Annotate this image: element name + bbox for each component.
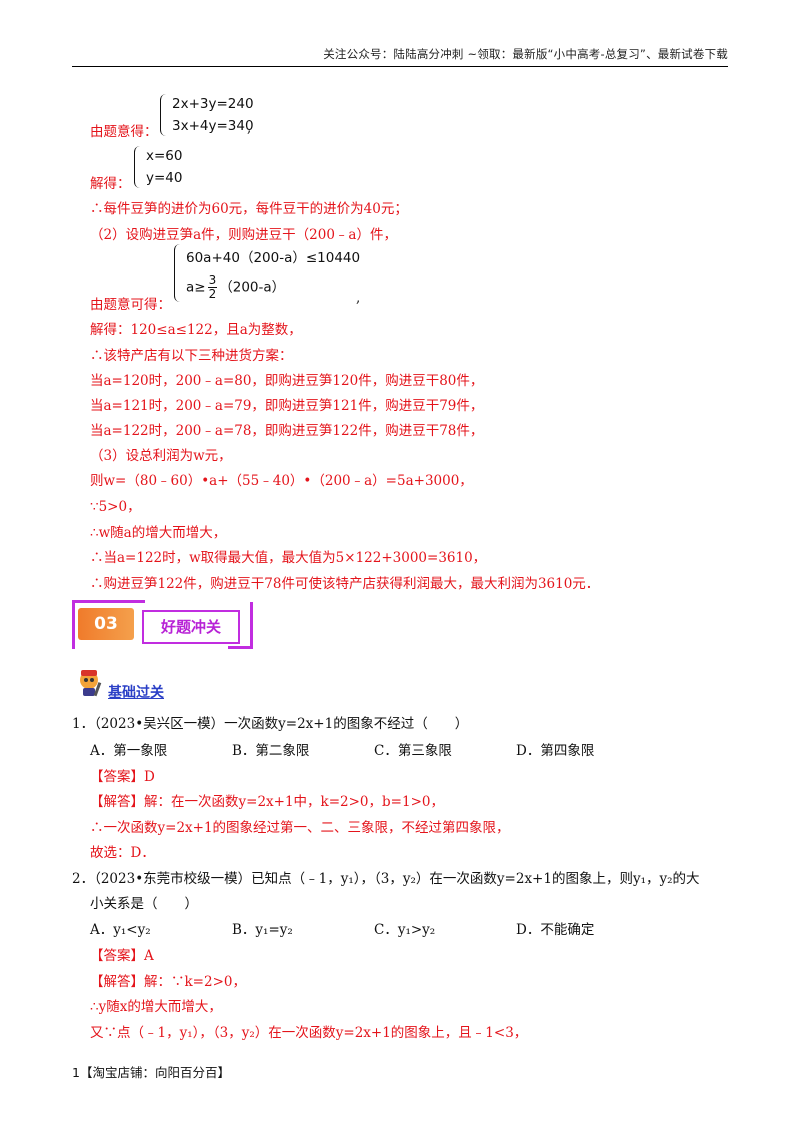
text-line: 当a=120时，200﹣a=80，即购进豆笋120件，购进豆干80件， (90, 373, 484, 389)
brace-icon (160, 94, 169, 136)
inequality-lhs: a≥ (186, 279, 206, 296)
banner-frame (228, 602, 253, 649)
section-number-badge: 03 (78, 608, 134, 640)
text-line: ∴当a=122时，w取得最大值，最大值为5×122+3000=3610， (90, 550, 487, 566)
equation-system-2: x=60 y=40 (134, 146, 214, 190)
question-stem-cont: 小关系是（ ） (90, 896, 198, 912)
text-line: ∴该特产店有以下三种进货方案： (90, 348, 293, 364)
inequality-rhs: （200-a） (219, 279, 286, 296)
text-line: ∴购进豆笋122件，购进豆干78件可使该特产店获得利润最大，最大利润为3610元… (90, 576, 600, 592)
text-line: 当a=122时，200﹣a=78，即购进豆笋122件，购进豆干78件， (90, 423, 484, 439)
text-line: ∴每件豆笋的进价为60元，每件豆干的进价为40元； (90, 201, 408, 217)
answer: 【答案】A (90, 948, 154, 964)
section-banner: 03 好题冲关 (72, 600, 253, 649)
option-row: A．第一象限 B．第二象限 C．第三象限 D．第四象限 (90, 739, 658, 759)
solution-label-1: 由题意得： (90, 124, 158, 140)
section-title: 好题冲关 (142, 610, 240, 644)
comma: , (247, 120, 252, 136)
mascot-icon (80, 670, 102, 697)
equation-row: y=40 (146, 170, 183, 186)
equation-system-1: 2x+3y=240 3x+4y=340 (160, 94, 280, 138)
fraction-denominator: 2 (208, 287, 217, 301)
explanation-line: 【解答】解：在一次函数y=2x+1中，k=2>0，b=1>0， (90, 794, 444, 810)
option-b: B．第二象限 (232, 743, 310, 759)
text-line: ∵5>0， (90, 499, 141, 515)
option-d: D．不能确定 (516, 922, 595, 938)
page-header: 关注公众号：陆陆高分冲刺 ~领取：最新版“小中高考-总复习”、最新试卷下载 (72, 46, 728, 67)
equation-row: 2x+3y=240 (172, 96, 254, 112)
option-c: C．第三象限 (374, 743, 452, 759)
text-line: 当a=121时，200﹣a=79，即购进豆笋121件，购进豆干79件， (90, 398, 484, 414)
explanation-line: ∴y随x的增大而增大， (90, 999, 222, 1015)
text-line: ∴w随a的增大而增大， (90, 525, 227, 541)
comma: , (356, 290, 361, 306)
option-a: A．第一象限 (90, 743, 168, 759)
option-row: A．y₁<y₂ B．y₁=y₂ C．y₁>y₂ D．不能确定 (90, 918, 658, 938)
text-line: 则w=（80﹣60）•a+（55﹣40）•（200﹣a）=5a+3000， (90, 473, 473, 489)
solution-label-2: 解得： (90, 176, 131, 192)
equation-row: x=60 (146, 148, 183, 164)
question-stem: 2．（2023•东莞市校级一模）已知点（﹣1，y₁），（3，y₂）在一次函数y=… (72, 871, 700, 887)
equation-row: 3x+4y=340 (172, 118, 254, 134)
text-line: （3）设总利润为w元， (90, 448, 232, 464)
explanation-line: ∴一次函数y=2x+1的图象经过第一、二、三象限，不经过第四象限， (90, 820, 510, 836)
solution-label-3: 由题意可得： (90, 297, 171, 313)
explanation-line: 故选：D． (90, 845, 155, 861)
option-d: D．第四象限 (516, 743, 595, 759)
brace-icon (134, 146, 143, 188)
text-line: （2）设购进豆笋a件，则购进豆干（200﹣a）件， (90, 227, 397, 243)
option-a: A．y₁<y₂ (90, 922, 151, 938)
explanation-line: 又∵点（﹣1，y₁），（3，y₂）在一次函数y=2x+1的图象上，且﹣1<3， (90, 1025, 528, 1041)
fraction-numerator: 3 (207, 273, 218, 288)
explanation-line: 【解答】解：∵k=2>0， (90, 974, 246, 990)
option-c: C．y₁>y₂ (374, 922, 436, 938)
banner-frame (72, 600, 145, 649)
page-footer: 1【淘宝店铺：向阳百分百】 (72, 1065, 230, 1080)
option-b: B．y₁=y₂ (232, 922, 293, 938)
sub-heading: 基础过关 (108, 685, 164, 701)
brace-icon (174, 244, 183, 302)
inequality-row: 60a+40（200-a）≤10440 (186, 250, 361, 266)
answer: 【答案】D (90, 769, 155, 785)
text-line: 解得：120≤a≤122，且a为整数， (90, 322, 302, 338)
question-stem: 1．（2023•吴兴区一模）一次函数y=2x+1的图象不经过（ ） (72, 716, 469, 732)
